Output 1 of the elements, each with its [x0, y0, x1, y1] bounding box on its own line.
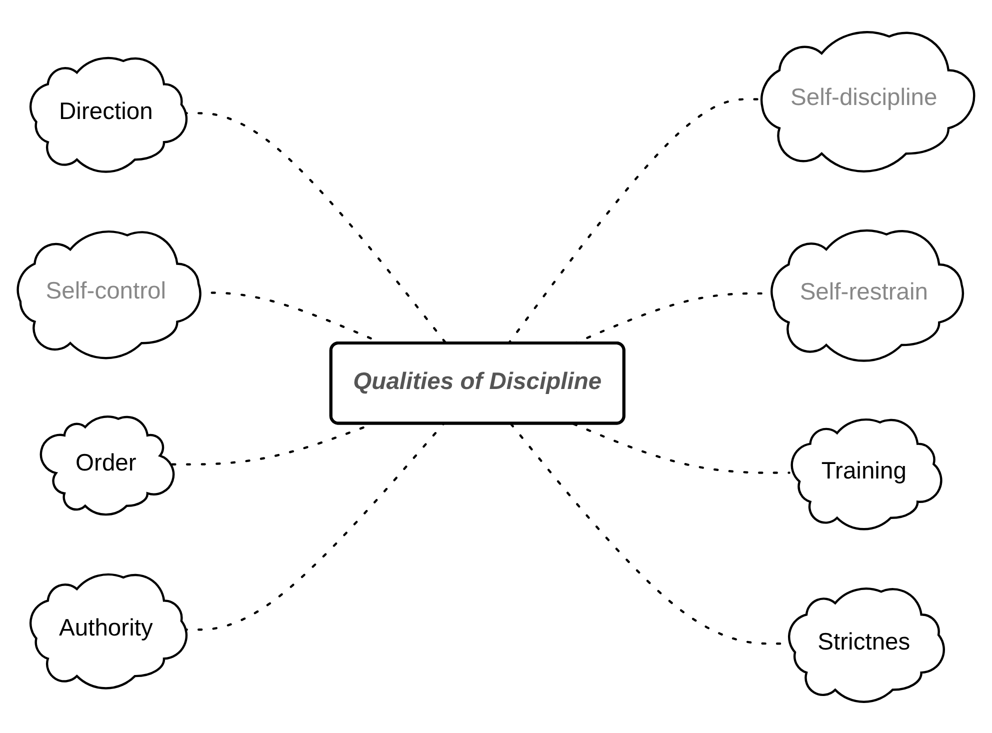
connector	[572, 422, 790, 474]
